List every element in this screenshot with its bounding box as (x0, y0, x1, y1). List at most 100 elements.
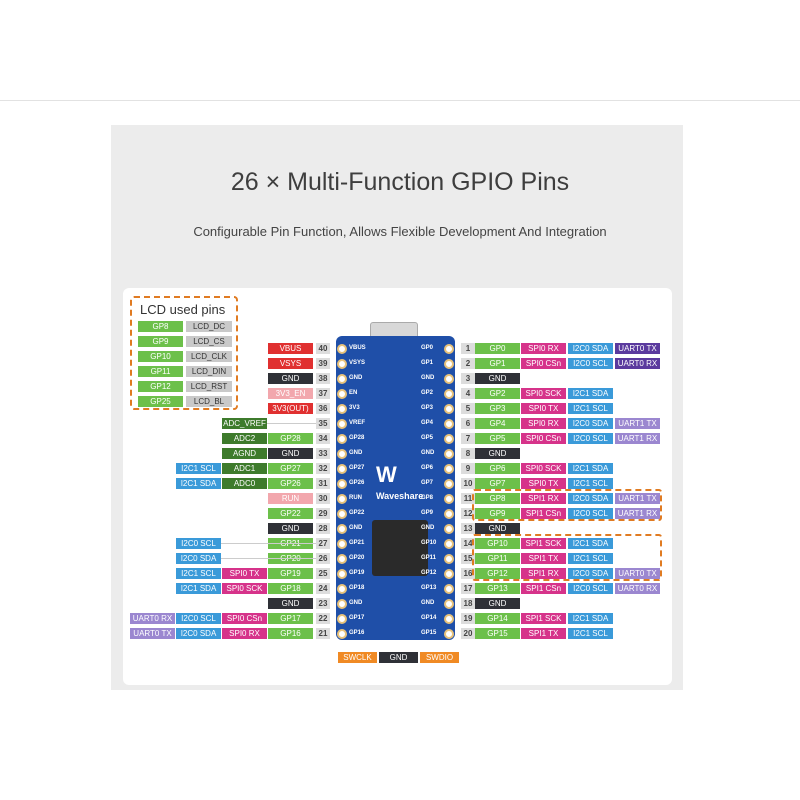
debug-pin-label: SWDIO (420, 652, 459, 663)
pin-function-uart1: UART0 TX (615, 568, 660, 579)
pin-function-adc: ADC1 (222, 463, 267, 474)
pin-function-i2c: I2C0 SCL (568, 433, 613, 444)
pin-function-spi: SPI0 TX (222, 568, 267, 579)
pin-number: 11 (461, 493, 475, 504)
pin-pad (337, 569, 347, 579)
lcd-gp-label: GP11 (138, 366, 183, 377)
silkscreen-label: GP1 (421, 360, 434, 366)
pin-function-spi: SPI1 RX (521, 493, 566, 504)
pin-function-gp: GP8 (475, 493, 520, 504)
pin-function-gp: GP13 (475, 583, 520, 594)
pin-number: 18 (461, 598, 475, 609)
pin-function-gnd: GND (475, 448, 520, 459)
pin-pad (337, 449, 347, 459)
pin-function-gp: GP15 (475, 628, 520, 639)
pin-function-gp: GP11 (475, 553, 520, 564)
pin-pad (337, 404, 347, 414)
silkscreen-label: GP12 (421, 570, 437, 576)
pin-function-i2c: I2C1 SCL (568, 403, 613, 414)
lcd-gp-label: GP12 (138, 381, 183, 392)
pin-pad (444, 629, 454, 639)
pin-function-i2c: I2C1 SDA (568, 388, 613, 399)
pin-function-adc: AGND (222, 448, 267, 459)
pin-pad (444, 509, 454, 519)
silkscreen-label: GP8 (421, 495, 434, 501)
pin-pad (444, 599, 454, 609)
pin-function-spi: SPI0 RX (521, 418, 566, 429)
pin-pad (337, 494, 347, 504)
pin-function-gp: GP7 (475, 478, 520, 489)
lcd-pins-title: LCD used pins (140, 302, 226, 317)
pin-function-spi: SPI0 RX (521, 343, 566, 354)
pin-number: 39 (316, 358, 330, 369)
pin-function-i2c: I2C1 SDA (568, 613, 613, 624)
pin-number: 34 (316, 433, 330, 444)
silkscreen-label: GP11 (421, 555, 437, 561)
pin-function-spi: SPI1 SCK (521, 538, 566, 549)
pin-function-spi: SPI0 CSn (521, 433, 566, 444)
pin-function-gp: GP17 (268, 613, 313, 624)
pin-pad (337, 419, 347, 429)
rp2040-board (336, 336, 455, 640)
pin-function-power: VSYS (268, 358, 313, 369)
pin-pad (337, 374, 347, 384)
pin-function-uart1: UART1 TX (615, 418, 660, 429)
pin-pad (337, 539, 347, 549)
pin-pad (444, 359, 454, 369)
silkscreen-label: GND (349, 375, 363, 381)
lcd-function-label: LCD_CLK (186, 351, 232, 362)
pin-number: 28 (316, 523, 330, 534)
pin-function-i2c: I2C0 SCL (176, 613, 221, 624)
silkscreen-label: GP3 (421, 405, 434, 411)
pin-number: 33 (316, 448, 330, 459)
pin-pad (444, 419, 454, 429)
silkscreen-label: GP28 (349, 435, 365, 441)
pin-function-spi: SPI0 SCK (521, 388, 566, 399)
pin-pad (337, 464, 347, 474)
pin-number: 1 (461, 343, 475, 354)
silkscreen-label: GP2 (421, 390, 434, 396)
pin-function-uart1: UART0 TX (130, 628, 175, 639)
silkscreen-label: GP4 (421, 420, 434, 426)
silkscreen-label: GP19 (349, 570, 365, 576)
pin-function-gp: GP28 (268, 433, 313, 444)
pin-number: 32 (316, 463, 330, 474)
pin-number: 15 (461, 553, 475, 564)
pin-function-spi: SPI1 TX (521, 553, 566, 564)
pin-function-gp: GP16 (268, 628, 313, 639)
lcd-highlight-box-2 (472, 534, 662, 581)
pin-function-i2c: I2C0 SDA (568, 418, 613, 429)
pin-function-i2c: I2C0 SDA (176, 553, 221, 564)
pin-pad (337, 434, 347, 444)
pin-number: 6 (461, 418, 475, 429)
pin-function-i2c: I2C1 SDA (568, 463, 613, 474)
pin-function-i2c: I2C0 SDA (568, 343, 613, 354)
lcd-gp-label: GP9 (138, 336, 183, 347)
pin-function-gp: GP26 (268, 478, 313, 489)
silkscreen-label: 3V3 (349, 405, 360, 411)
silkscreen-label: GP16 (349, 630, 365, 636)
lcd-pins-box (130, 296, 238, 410)
silkscreen-label: VSYS (349, 360, 366, 366)
pin-number: 8 (461, 448, 475, 459)
pin-function-gnd: GND (268, 523, 313, 534)
silkscreen-label: GP21 (349, 540, 365, 546)
lcd-gp-label: GP8 (138, 321, 183, 332)
pin-function-i2c: I2C1 SDA (176, 478, 221, 489)
pin-function-adc: ADC0 (222, 478, 267, 489)
pin-function-gp: GP6 (475, 463, 520, 474)
pin-number: 9 (461, 463, 475, 474)
silkscreen-label: GP17 (349, 615, 365, 621)
brand-label: Waveshare (376, 491, 424, 501)
pin-function-gnd: GND (268, 373, 313, 384)
pin-function-spi: SPI1 TX (521, 628, 566, 639)
pin-function-spi: SPI0 SCK (521, 463, 566, 474)
pin-function-gp: GP0 (475, 343, 520, 354)
silkscreen-label: GP22 (349, 510, 365, 516)
silkscreen-label: GP18 (349, 585, 365, 591)
pin-pad (337, 479, 347, 489)
pin-number: 36 (316, 403, 330, 414)
pin-pad (444, 404, 454, 414)
pin-pad (337, 389, 347, 399)
pin-number: 5 (461, 403, 475, 414)
